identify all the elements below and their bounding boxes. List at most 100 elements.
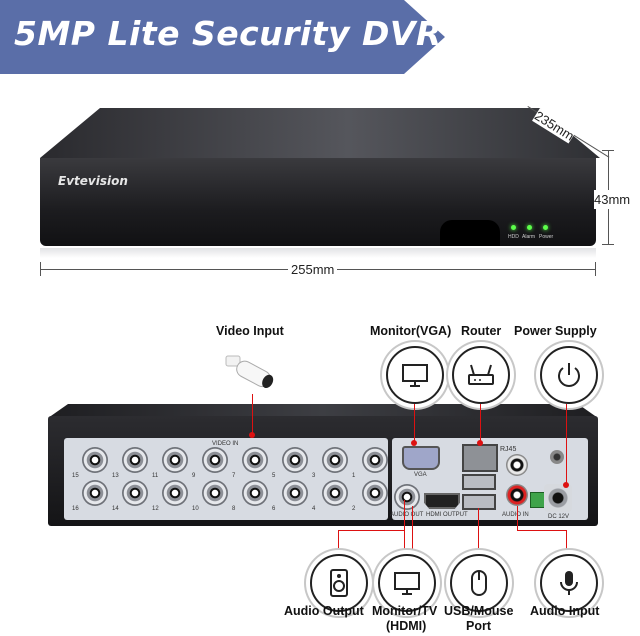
callout-label-usb-mouse: USB/Mouse bbox=[444, 604, 514, 618]
hdd-led-icon bbox=[511, 225, 516, 230]
height-dimension-tick-bottom bbox=[602, 244, 614, 245]
audio-in-port[interactable] bbox=[506, 484, 528, 506]
bnc-video-port-9[interactable] bbox=[202, 447, 228, 473]
callout-label-video-input: Video Input bbox=[216, 324, 284, 338]
port-number-7: 7 bbox=[232, 473, 236, 479]
callout-label-monitor-hdmi-sub: (HDMI) bbox=[386, 619, 427, 633]
router-icon bbox=[468, 364, 494, 385]
power-connector-line bbox=[566, 404, 567, 484]
audio-out-label: AUDIO OUT bbox=[390, 512, 424, 518]
port-number-4: 4 bbox=[312, 506, 316, 512]
rca-white-port[interactable] bbox=[506, 454, 528, 476]
alarm-led-icon bbox=[527, 225, 532, 230]
router-connector-dot bbox=[477, 440, 483, 446]
rj45-port[interactable] bbox=[462, 444, 498, 472]
vga-label: VGA bbox=[414, 472, 427, 478]
usb-port-top[interactable] bbox=[462, 474, 496, 490]
led-label-hdd: HDD bbox=[508, 234, 519, 240]
port-number-6: 6 bbox=[272, 506, 276, 512]
ground-screw bbox=[550, 450, 564, 464]
dvr-reflection bbox=[40, 248, 596, 258]
hdmi-port[interactable] bbox=[424, 493, 460, 509]
callout-label-usb-mouse-sub: Port bbox=[466, 619, 491, 633]
audio-out-connector-line bbox=[404, 500, 405, 554]
bnc-video-port-16[interactable] bbox=[82, 480, 108, 506]
callout-label-audio-input: Audio Input bbox=[530, 604, 600, 618]
width-dimension-tick-left bbox=[40, 262, 41, 276]
bnc-video-port-4[interactable] bbox=[322, 480, 348, 506]
bnc-video-port-7[interactable] bbox=[242, 447, 268, 473]
port-number-12: 12 bbox=[152, 506, 159, 512]
monitor-icon bbox=[394, 572, 420, 595]
video-input-connector-line bbox=[252, 394, 253, 434]
width-dimension-tick-right bbox=[595, 262, 596, 276]
led-label-power: Power bbox=[539, 234, 554, 240]
port-number-14: 14 bbox=[112, 506, 119, 512]
video-in-label: VIDEO IN bbox=[212, 441, 239, 447]
router-callout bbox=[452, 346, 510, 404]
audio-out-connector-drop bbox=[338, 530, 339, 554]
microphone-icon bbox=[560, 571, 578, 595]
bnc-video-port-13[interactable] bbox=[122, 447, 148, 473]
usb-port-bottom[interactable] bbox=[462, 494, 496, 510]
port-number-11: 11 bbox=[152, 473, 159, 479]
bnc-video-port-10[interactable] bbox=[202, 480, 228, 506]
audio-out-port[interactable] bbox=[394, 484, 420, 510]
audio-out-connector-elbow bbox=[338, 530, 404, 531]
bnc-video-port-15[interactable] bbox=[82, 447, 108, 473]
port-number-9: 9 bbox=[192, 473, 196, 479]
vga-connector-line bbox=[414, 404, 415, 442]
bnc-video-port-5[interactable] bbox=[282, 447, 308, 473]
power-supply-callout bbox=[540, 346, 598, 404]
port-number-16: 16 bbox=[72, 506, 79, 512]
bnc-video-port-14[interactable] bbox=[122, 480, 148, 506]
mouse-icon bbox=[471, 570, 487, 596]
monitor-hdmi-callout bbox=[378, 554, 436, 612]
usb-mouse-callout bbox=[450, 554, 508, 612]
callout-label-monitor-hdmi: Monitor/TV bbox=[372, 604, 438, 618]
power-icon bbox=[558, 363, 580, 387]
router-connector-line bbox=[480, 404, 481, 442]
port-number-2: 2 bbox=[352, 506, 356, 512]
bnc-video-port-12[interactable] bbox=[162, 480, 188, 506]
title-banner bbox=[0, 0, 445, 74]
height-dimension-label: 43mm bbox=[594, 190, 631, 209]
width-dimension-label: 255mm bbox=[288, 262, 338, 277]
audio-in-connector-elbow bbox=[517, 530, 567, 531]
port-number-13: 13 bbox=[112, 473, 119, 479]
port-number-10: 10 bbox=[192, 506, 199, 512]
audio-input-callout bbox=[540, 554, 598, 612]
callout-label-router: Router bbox=[461, 324, 502, 338]
vga-connector-dot bbox=[411, 440, 417, 446]
camera-icon bbox=[225, 355, 274, 389]
monitor-icon bbox=[402, 364, 428, 387]
hdmi-label: HDMI OUTPUT bbox=[426, 512, 468, 518]
monitor-vga-callout bbox=[386, 346, 444, 404]
power-connector-dot bbox=[563, 482, 569, 488]
dc-label: DC 12V bbox=[548, 514, 570, 520]
height-dimension-tick-top bbox=[602, 150, 614, 151]
dc-power-port[interactable] bbox=[544, 484, 572, 512]
port-number-1: 1 bbox=[352, 473, 356, 479]
bnc-video-port-8[interactable] bbox=[242, 480, 268, 506]
brand-logo: Evtevision bbox=[58, 174, 128, 188]
hdmi-connector-line bbox=[412, 506, 413, 554]
front-bezel-notch bbox=[440, 220, 500, 246]
bnc-video-port-11[interactable] bbox=[162, 447, 188, 473]
callout-label-monitor-vga: Monitor(VGA) bbox=[370, 324, 452, 338]
speaker-icon bbox=[330, 569, 348, 597]
dvr-front-panel bbox=[40, 158, 596, 246]
usb-connector-line bbox=[478, 508, 479, 554]
callout-label-audio-output: Audio Output bbox=[284, 604, 364, 618]
vga-port[interactable] bbox=[402, 446, 440, 470]
port-number-15: 15 bbox=[72, 473, 79, 479]
bnc-video-port-6[interactable] bbox=[282, 480, 308, 506]
bnc-video-port-3[interactable] bbox=[322, 447, 348, 473]
rj45-label: RJ45 bbox=[500, 446, 517, 453]
bnc-video-port-1[interactable] bbox=[362, 447, 388, 473]
power-led-icon bbox=[543, 225, 548, 230]
callout-label-power-supply: Power Supply bbox=[514, 324, 597, 338]
audio-in-label: AUDIO IN bbox=[502, 512, 529, 518]
audio-in-connector-drop bbox=[566, 530, 567, 554]
bnc-video-port-2[interactable] bbox=[362, 480, 388, 506]
